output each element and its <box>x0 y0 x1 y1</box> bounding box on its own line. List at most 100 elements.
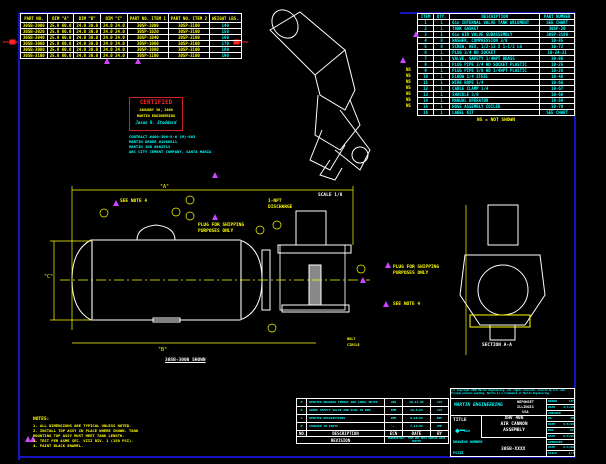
field-value: 4/3/98 <box>563 404 574 409</box>
drawing-number-label: DRAWING NUMBER <box>453 440 483 444</box>
table-cell: UPDATED DRAWING FORMAT AND LABEL NOTES <box>306 398 385 407</box>
certified-stamp: CERTIFIED JANUARY 30, 2008 MARTIN ENGINE… <box>129 97 183 131</box>
approval-field: DATE 6/4/98 <box>547 434 575 440</box>
location-line: ILLINOIS <box>517 405 534 409</box>
contract-info: CONTRACT #400-306-8-6 (M)-003 MARTIN ORD… <box>129 134 211 154</box>
contract-line: ABC CITY CEMENT COMPANY, SANTA MARIA <box>129 149 212 154</box>
valve-symbol-icon: ◆━▭ <box>455 426 470 435</box>
iso-scale-label: SCALE 1/8 <box>318 193 343 198</box>
section-view <box>459 204 546 355</box>
field-label: DATE <box>548 433 556 438</box>
table-cell: E <box>296 398 307 407</box>
plug-shipping-callout-2: PLUG FOR SHIPPING PURPOSES ONLY <box>393 265 440 276</box>
table-cell: KRF <box>430 414 449 423</box>
contract-line: CONTRACT #400-306-8-6 (M)-003 <box>129 134 196 139</box>
approval-field: DATE 5/6/98 <box>547 422 575 428</box>
table-cell: 10-11-05 <box>402 398 431 407</box>
field-value: SM <box>570 416 574 421</box>
note-line: 3. TEST PER ASME SEC. VIII DIV. 1 (150 P… <box>33 438 134 443</box>
not-shown-flag: NS <box>406 73 411 78</box>
field-label: APPROVED <box>548 439 563 444</box>
npt-discharge-callout: 1-NPT DISCHARGE <box>268 199 293 210</box>
approval-field: DA SM <box>547 416 575 423</box>
approval-field: APPROVED <box>547 440 575 446</box>
notes-title: NOTES: <box>33 417 50 422</box>
dimension-lines <box>50 186 370 344</box>
location-line: USA <box>522 410 529 414</box>
note-line: 2. INSTALL TOP ASSY IN PLACE WHERE SHOWN… <box>33 428 139 433</box>
certified-signature: Jason R. Stoddard <box>135 120 177 125</box>
note-line: MOUNTING TOP ASSY MUST MEET TANK LENGTH. <box>33 433 125 438</box>
field-value: 6/4/98 <box>563 433 574 438</box>
table-cell: SEE CHART <box>539 109 575 116</box>
approval-field: DATE 4/3/98 <box>547 405 575 411</box>
row-marker-arrow-left <box>3 39 18 45</box>
field-label: DATE <box>548 445 556 450</box>
note-line: 4. PAINT BLACK ENAMEL. <box>33 443 84 448</box>
approval-field: DRAWN JJF <box>547 399 575 405</box>
field-label: DATE <box>548 422 556 427</box>
table-cell: DPM <box>384 414 403 423</box>
table-cell: SMM <box>384 406 403 415</box>
contract-line: MARTIN JOB #802513 <box>129 144 171 149</box>
field-label: DATE <box>548 404 556 409</box>
certified-date: JANUARY 30, 2008 <box>139 108 173 112</box>
table-cell: 190 <box>209 52 242 59</box>
table-cell: B <box>296 422 307 431</box>
approval-field: CHECKED <box>547 411 575 417</box>
contract-line: MARTIN ORDER #1000811 <box>129 139 178 144</box>
table-cell: JMF <box>430 422 449 431</box>
field-label: ENG <box>548 427 554 432</box>
table-cell: 30SP-3100 <box>167 52 211 59</box>
drawing-notes: NOTES: 1. ALL DIMENSIONS ARE TYPICAL UNL… <box>33 417 138 448</box>
revision-footer-note: PROPRIETARY: THIS DOC MUST REMAIN WITH M… <box>384 436 449 444</box>
field-label: DRAWN <box>548 399 558 403</box>
see-note-callout: SEE NOTE 4 <box>120 199 148 204</box>
side-view-label: 30SB-3000 SHOWN <box>165 358 206 363</box>
table-cell: JRS <box>384 398 403 407</box>
field-label: SCALE <box>548 451 558 456</box>
approval-field: SCALE 1/4 <box>547 451 575 457</box>
revision-footer: REVISION <box>296 436 385 444</box>
not-shown-flag: NS <box>406 85 411 90</box>
drawing-title-line: AIR CANNON <box>500 422 528 427</box>
bom-footnote: NS = NOT SHOWN <box>477 118 515 123</box>
title-block: (c) Copyright 2008 Martin Engineering. A… <box>450 388 575 457</box>
table-cell: 1 <box>433 109 451 116</box>
company-logo-area: MARTIN ENGINEERING NEPONSET ILLINOIS USA <box>451 399 546 416</box>
table-cell: 8-10-03 <box>402 414 431 423</box>
field-value: 1/4 <box>568 451 574 456</box>
note-line: 1. ALL DIMENSIONS ARE TYPICAL UNLESS NOT… <box>33 423 132 428</box>
part-number-table: PART NO. DIM "A" DIM "B" DIM "C" PART NO… <box>20 13 242 59</box>
company-logo: MARTIN ENGINEERING <box>454 403 503 408</box>
not-shown-flag: NS <box>406 97 411 102</box>
copyright-text: (c) Copyright 2008 Martin Engineering. A… <box>451 389 574 399</box>
field-value: 5/6/98 <box>563 422 574 427</box>
not-shown-flag: NS <box>406 103 411 108</box>
side-view <box>71 210 352 323</box>
table-cell: UPDATED DESCRIPTIONS <box>306 414 385 423</box>
certified-company: MARTIN ENGINEERING <box>137 114 175 118</box>
field-label: DA <box>548 416 552 421</box>
see-note-callout-2: SEE NOTE 4 <box>393 302 421 307</box>
field-value: JJF <box>568 399 574 403</box>
table-cell: 7-14-02 <box>402 422 431 431</box>
location-line: NEPONSET <box>517 400 534 404</box>
field-label: CHECKED <box>548 410 561 415</box>
bolt-circle-label: BOLT CIRCLE <box>347 337 360 347</box>
drawing-title-line: XHV 400 <box>504 416 524 421</box>
table-cell: D <box>296 406 307 415</box>
dim-c-label: "C" <box>44 274 53 280</box>
